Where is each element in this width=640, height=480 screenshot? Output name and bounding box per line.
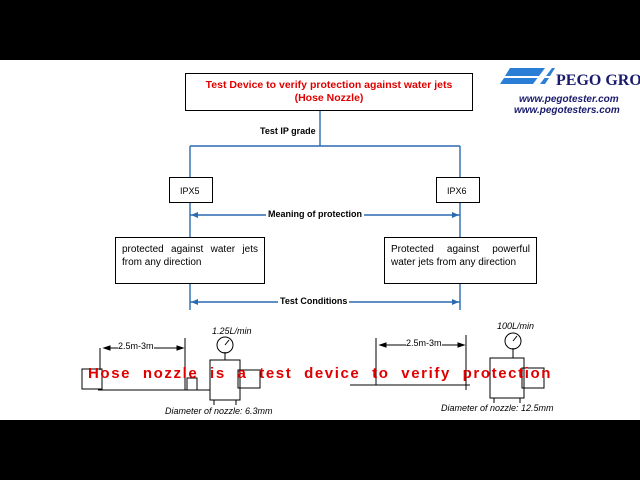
ipx6-test-setup (350, 332, 545, 403)
ipx6-nozzle-diameter-label: Diameter of nozzle: 12.5mm (441, 403, 554, 413)
title-line-2: (Hose Nozzle) (294, 92, 364, 104)
ipx6-grade-label: IPX6 (447, 186, 467, 196)
ipx5-grade-label: IPX5 (180, 186, 200, 196)
ipx5-distance-label: 2.5m-3m (118, 341, 154, 351)
title-line-1: Test Device to verify protection against… (205, 79, 453, 91)
ipx6-protection-box: Protected against powerful water jets fr… (384, 237, 537, 284)
diagram-canvas: Test Device to verify protection against… (0, 60, 640, 420)
ipx5-protection-text: protected against water jets from any di… (122, 244, 258, 268)
test-conditions-label: Test Conditions (278, 296, 350, 306)
ipx5-flow-rate-label: 1.25L/min (212, 326, 252, 336)
ipx6-protection-text: Protected against powerful water jets fr… (391, 244, 530, 268)
video-caption: Hose nozzle is a test device to verify p… (88, 365, 552, 382)
logo-url-2: www.pegotesters.com (514, 105, 620, 116)
ipx5-grade-box: IPX5 (169, 177, 213, 203)
conditions-arrow-right-head (452, 299, 459, 305)
ipx5-test-setup (81, 336, 261, 405)
test-ip-grade-label: Test IP grade (258, 126, 318, 136)
ipx6-distance-label: 2.5m-3m (406, 338, 442, 348)
connector-lines (81, 68, 555, 405)
logo-url-1: www.pegotester.com (519, 94, 619, 105)
conditions-arrow-left-head (191, 299, 198, 305)
ipx6-grade-box: IPX6 (436, 177, 480, 203)
meaning-of-protection-label: Meaning of protection (266, 209, 364, 219)
ipx5-protection-box: protected against water jets from any di… (115, 237, 265, 284)
ipx6-flow-rate-label: 100L/min (497, 321, 535, 331)
meaning-arrow-right-head (452, 212, 459, 218)
ipx5-nozzle-diameter-label: Diameter of nozzle: 6.3mm (165, 406, 273, 416)
pego-logo-emblem (500, 68, 555, 84)
title-box: Test Device to verify protection against… (185, 73, 473, 111)
meaning-arrow-left-head (191, 212, 198, 218)
logo-name: PEGO GROUP (556, 72, 640, 89)
